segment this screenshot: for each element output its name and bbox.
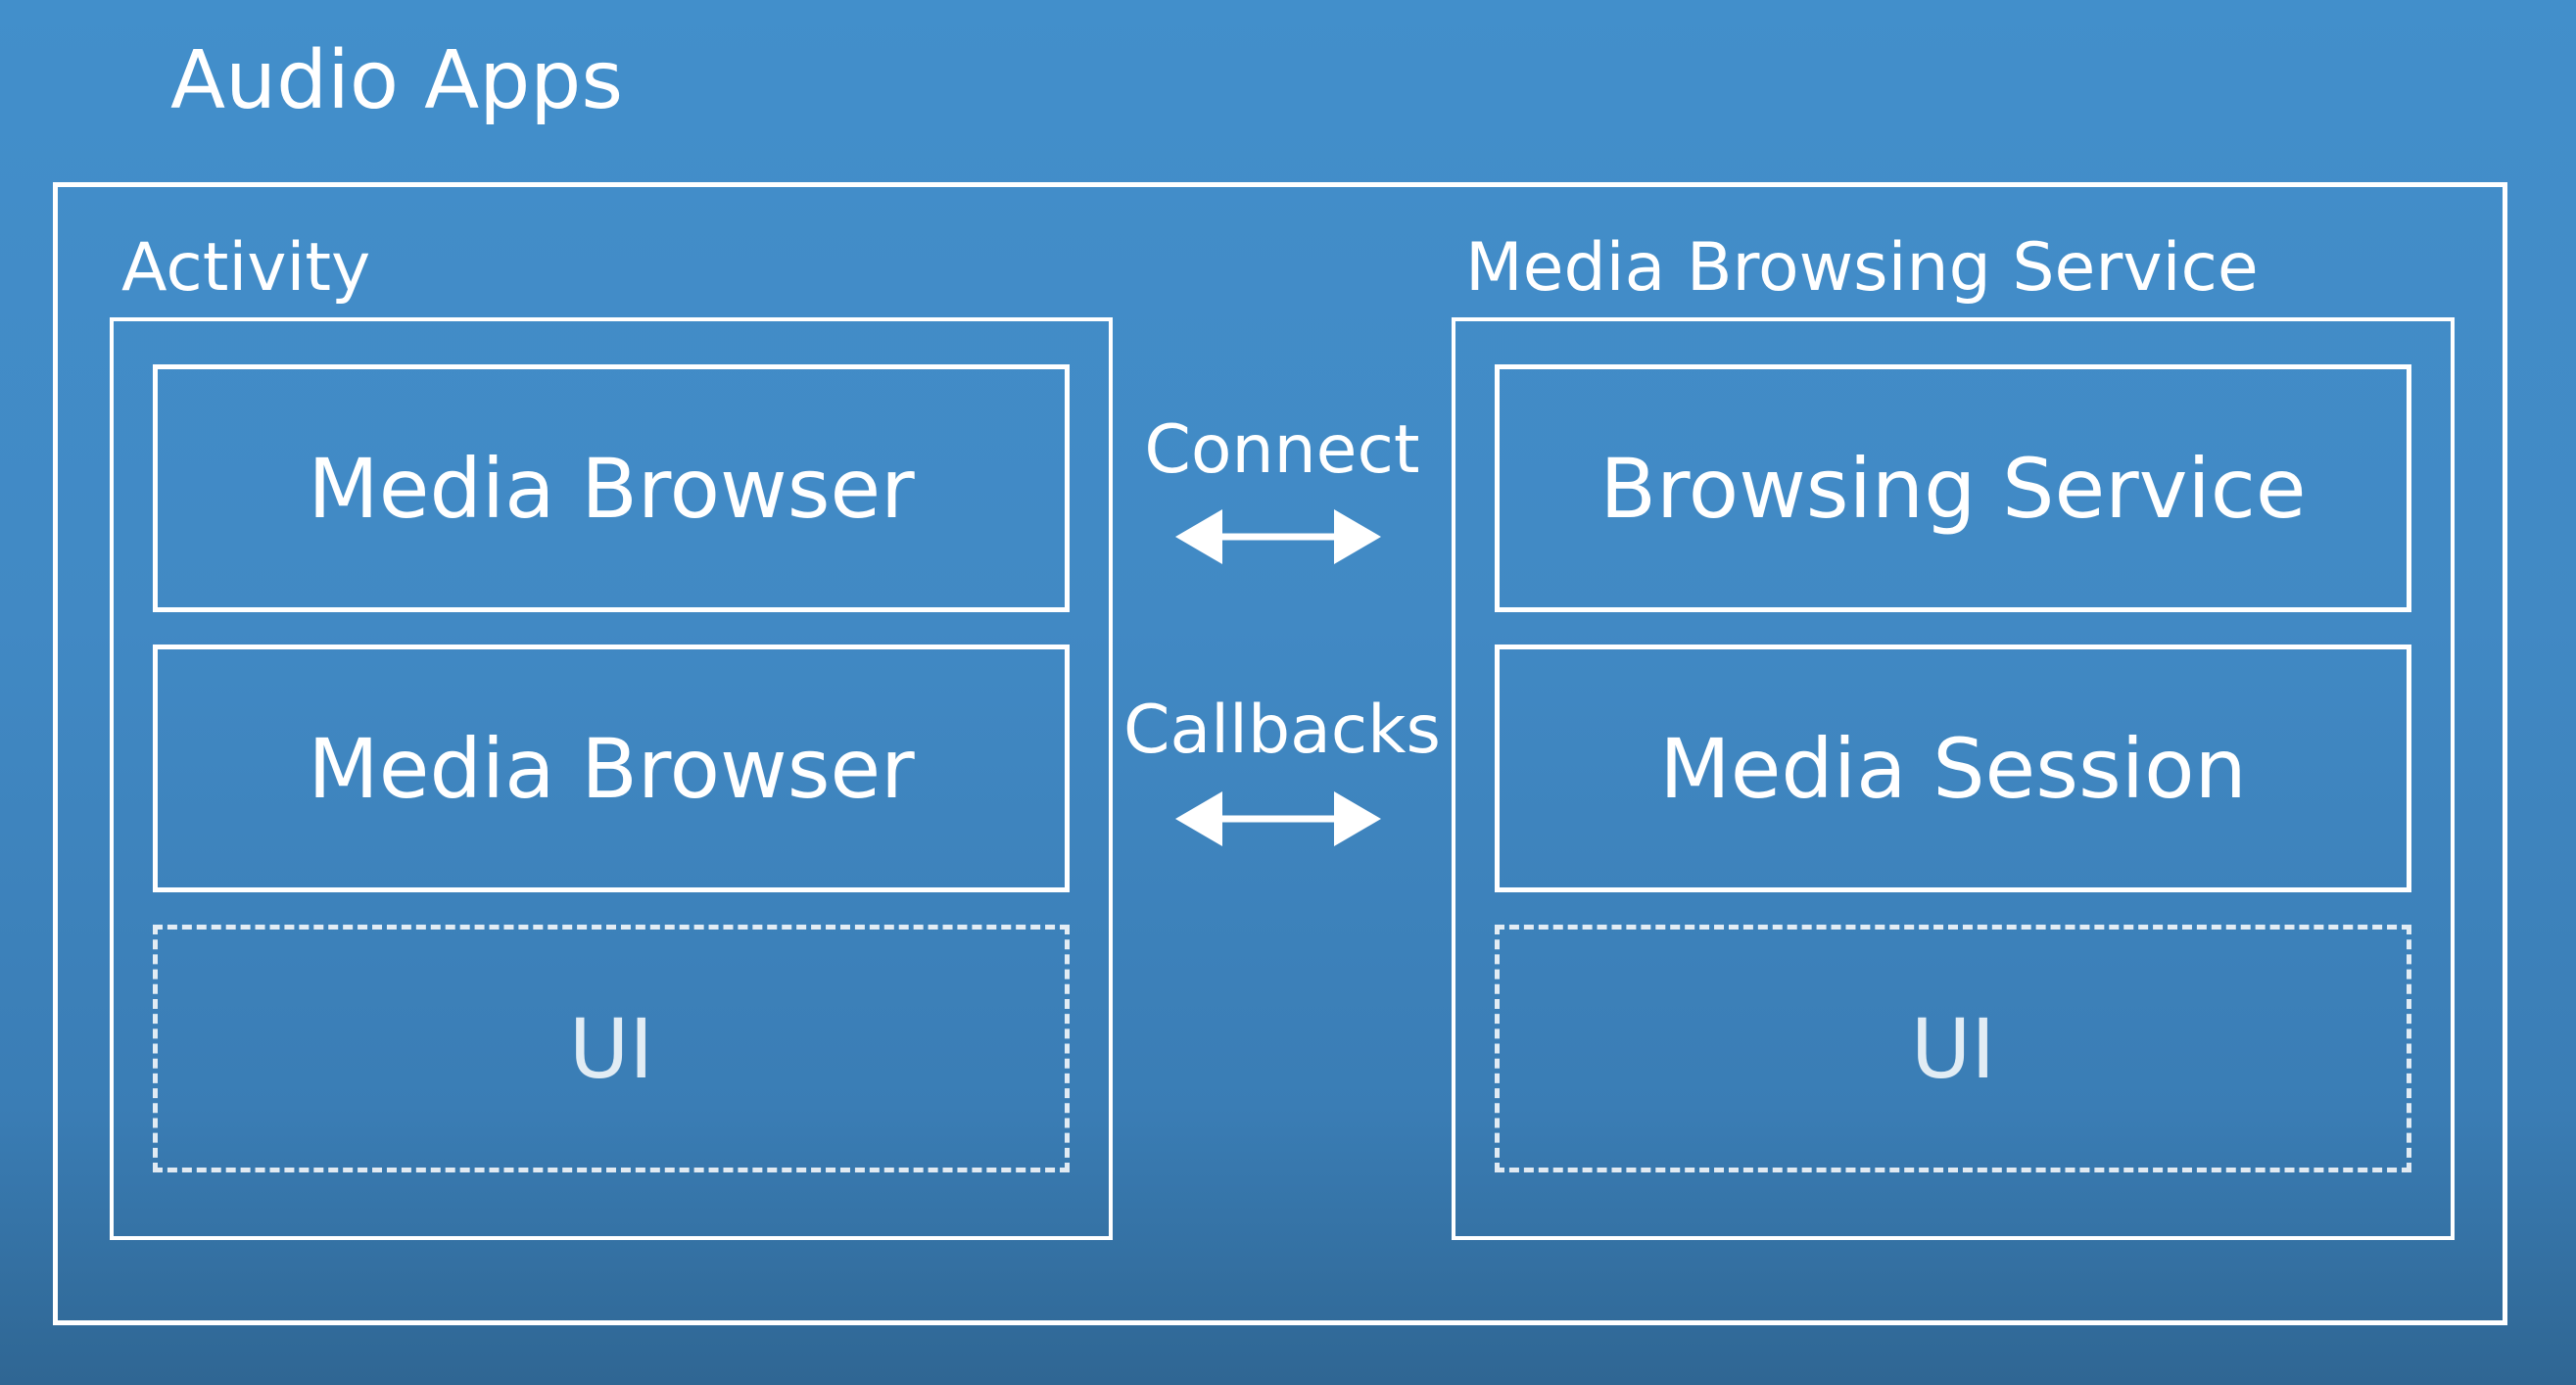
activity-component-label: Media Browser [308,720,915,817]
activity-media-browser-box-2: Media Browser [153,645,1070,892]
service-label: Media Browsing Service [1465,229,2259,307]
activity-panel [110,317,1113,1240]
service-ui-label: UI [1910,1000,1996,1097]
activity-ui-box: UI [153,925,1070,1172]
double-arrow-icon [1175,509,1381,564]
service-ui-box: UI [1495,925,2411,1172]
activity-media-browser-box: Media Browser [153,364,1070,612]
service-component-label: Media Session [1659,720,2247,817]
browsing-service-box: Browsing Service [1495,364,2411,612]
double-arrow-icon [1175,791,1381,846]
diagram-title: Audio Apps [170,34,624,127]
activity-ui-label: UI [568,1000,654,1097]
service-panel [1452,317,2455,1240]
callbacks-label: Callbacks [1123,692,1441,769]
connect-label: Connect [1144,411,1420,489]
activity-label: Activity [121,229,371,307]
service-component-label: Browsing Service [1599,440,2307,537]
activity-component-label: Media Browser [308,440,915,537]
media-session-box: Media Session [1495,645,2411,892]
audio-apps-container [53,182,2507,1325]
